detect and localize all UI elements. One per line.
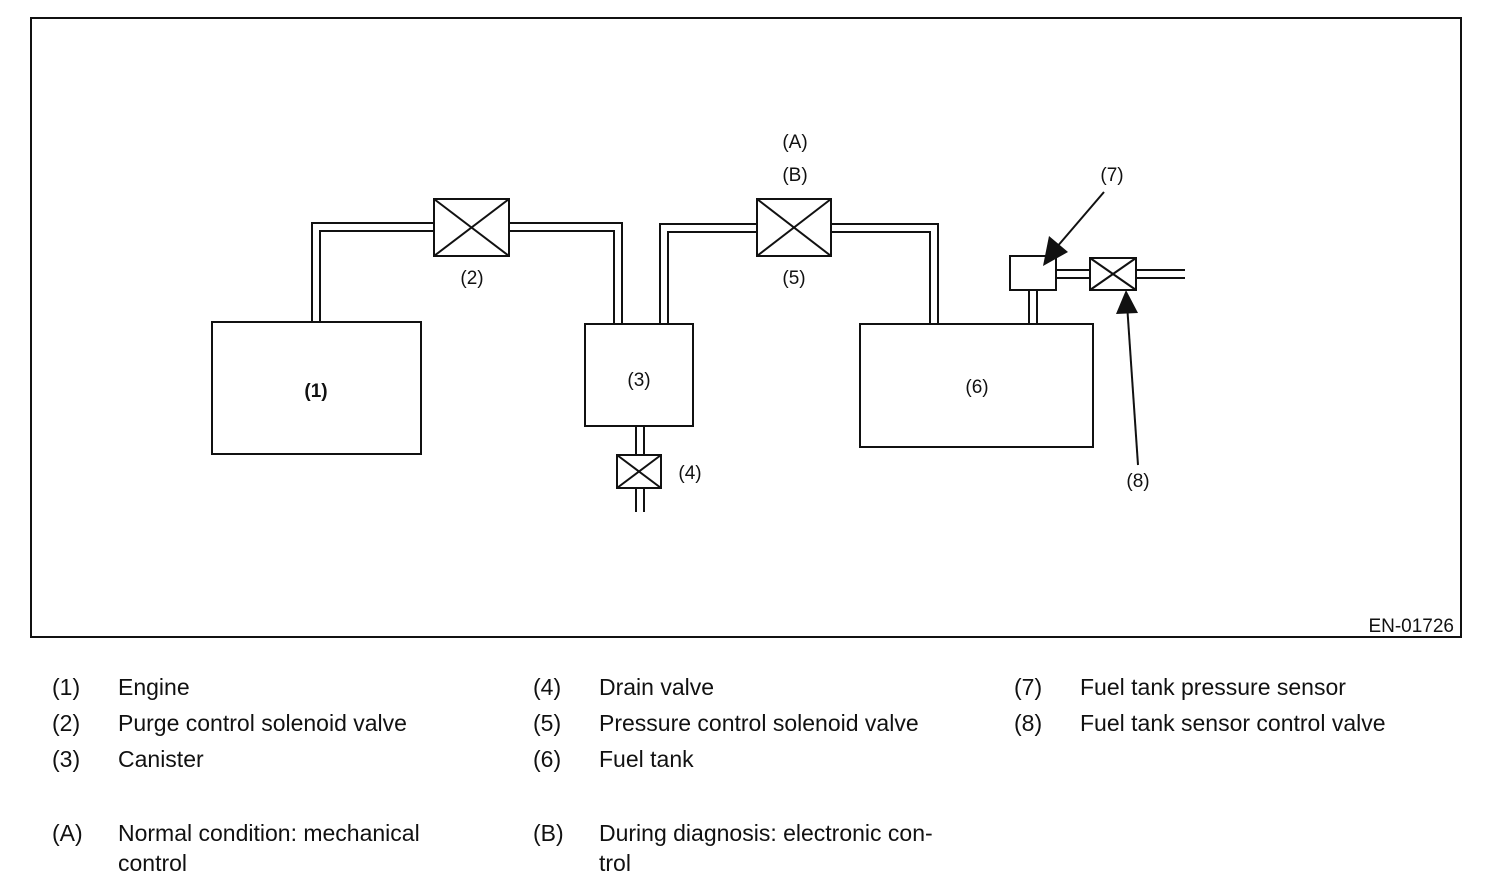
- legend-label: Fuel tank: [599, 746, 694, 772]
- pipe-tank-sensor: [1028, 269, 1185, 324]
- pipe-engine-purge: [311, 222, 623, 324]
- arrowhead-7: [1043, 236, 1068, 266]
- callout-6: (6): [965, 377, 988, 398]
- pressure-control-solenoid-valve: [756, 198, 832, 257]
- drain-valve: [616, 454, 662, 489]
- legend-key: (6): [533, 746, 562, 772]
- legend-label: Pressure control solenoid valve: [599, 710, 919, 736]
- legend-label: Fuel tank pressure sensor: [1080, 674, 1346, 700]
- arrowhead-8: [1116, 290, 1138, 314]
- legend-label: During diagnosis: electronic con-trol: [599, 820, 933, 876]
- figure-code: EN-01726: [1368, 616, 1454, 637]
- legend-label: Purge control solenoid valve: [118, 710, 407, 736]
- legend-key: (3): [52, 746, 81, 772]
- legend-key: (8): [1014, 710, 1043, 736]
- legend-key: (1): [52, 674, 81, 700]
- callout-8: (8): [1126, 471, 1149, 492]
- legend-label: Canister: [118, 746, 204, 772]
- legend-key: (5): [533, 710, 562, 736]
- fuel-tank-pressure-sensor-box: [1009, 255, 1057, 291]
- legend-key: (A): [52, 820, 83, 846]
- diagram-frame: [30, 17, 1462, 638]
- legend-key: (2): [52, 710, 81, 736]
- fuel-tank-sensor-control-valve: [1089, 257, 1137, 291]
- callout-3: (3): [627, 370, 650, 391]
- callout-4: (4): [678, 463, 701, 484]
- callout-7: (7): [1100, 165, 1123, 186]
- callout-2: (2): [460, 268, 483, 289]
- legend-label: Drain valve: [599, 674, 715, 700]
- legend-key: (B): [533, 820, 564, 846]
- legend-key: (7): [1014, 674, 1043, 700]
- pipe-drain: [635, 426, 645, 512]
- leader-arrow-7: [1055, 191, 1105, 249]
- callout-A: (A): [782, 132, 807, 153]
- callout-B: (B): [782, 165, 807, 186]
- engine-box: [211, 321, 422, 455]
- leader-arrow-8: [1126, 303, 1139, 466]
- purge-control-solenoid-valve: [433, 198, 510, 257]
- pipe-canister-tank: [659, 223, 939, 324]
- legend-label: Normal condition: mechanical control: [118, 820, 420, 876]
- fuel-tank-box: [859, 323, 1094, 448]
- legend-label: Engine: [118, 674, 190, 700]
- callout-1: (1): [304, 381, 327, 402]
- legend-key: (4): [533, 674, 562, 700]
- legend-label: Fuel tank sensor control valve: [1080, 710, 1386, 736]
- callout-5: (5): [782, 268, 805, 289]
- canister-box: [584, 323, 694, 427]
